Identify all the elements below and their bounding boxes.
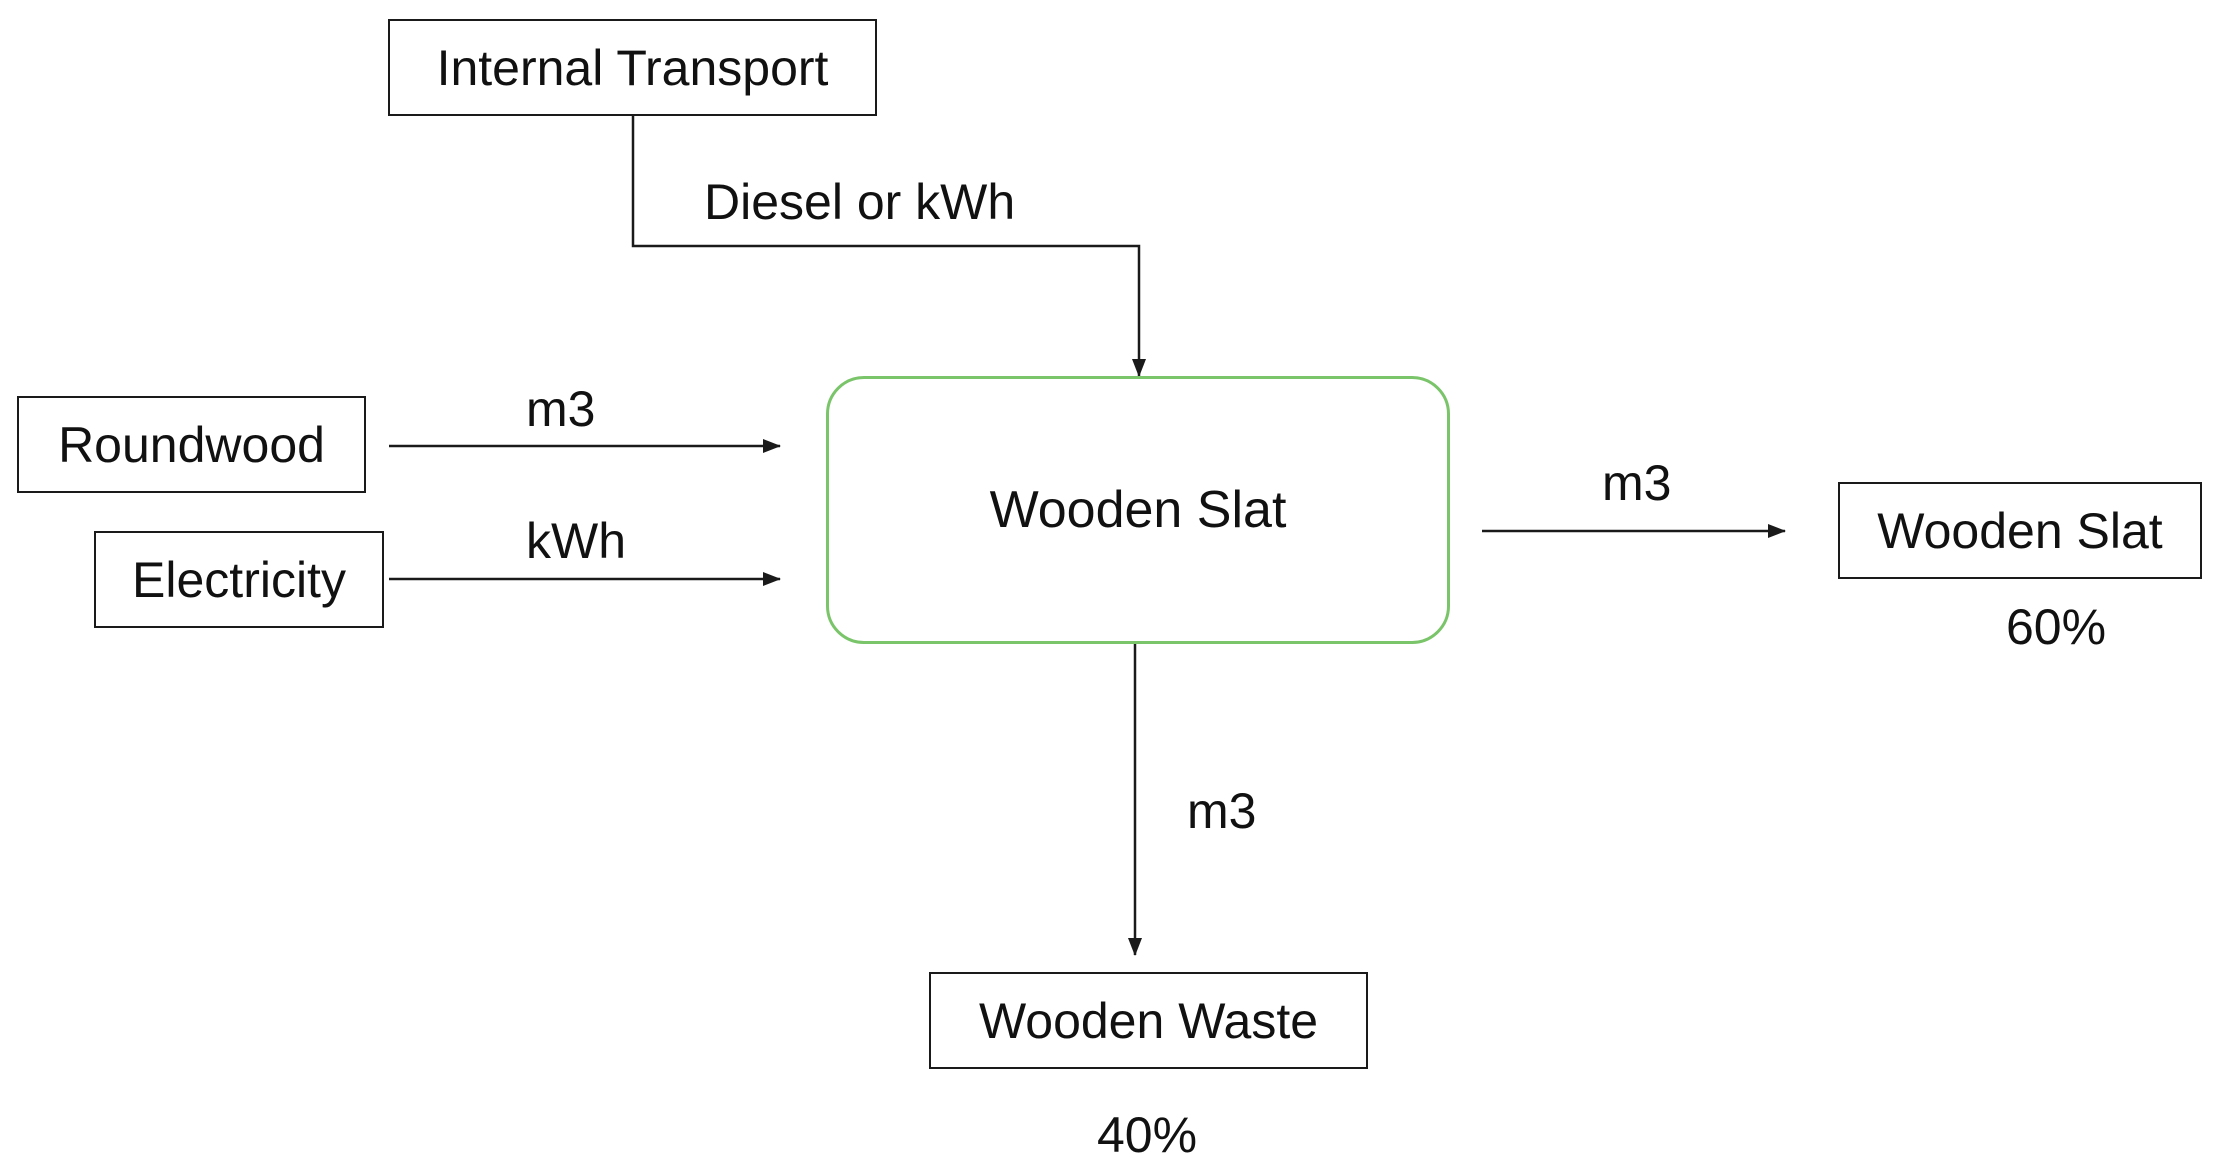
electricity-box: Electricity <box>94 531 384 628</box>
internal-transport-label: Internal Transport <box>436 39 829 96</box>
transport-flow-label: Diesel or kWh <box>704 174 1016 230</box>
roundwood-flow-label: m3 <box>526 381 596 437</box>
roundwood-box: Roundwood <box>17 396 366 493</box>
process-node-wooden-slat: Wooden Slat <box>826 376 1450 644</box>
wooden-slat-output-label: Wooden Slat <box>1877 502 2163 559</box>
wooden-waste-output-label: Wooden Waste <box>978 992 1319 1049</box>
wooden-waste-output-box: Wooden Waste <box>929 972 1368 1069</box>
waste-share-label: 40% <box>1097 1107 1198 1163</box>
electricity-label: Electricity <box>132 551 346 608</box>
internal-transport-box: Internal Transport <box>388 19 877 116</box>
slat-output-flow-label: m3 <box>1602 455 1672 511</box>
transport-flow-arrow <box>631 116 1146 377</box>
waste-output-flow-label: m3 <box>1187 783 1257 839</box>
roundwood-label: Roundwood <box>58 416 325 473</box>
slat-share-label: 60% <box>2006 599 2107 655</box>
electricity-flow-label: kWh <box>526 513 626 569</box>
process-label: Wooden Slat <box>989 481 1287 539</box>
wooden-slat-output-box: Wooden Slat <box>1838 482 2202 579</box>
